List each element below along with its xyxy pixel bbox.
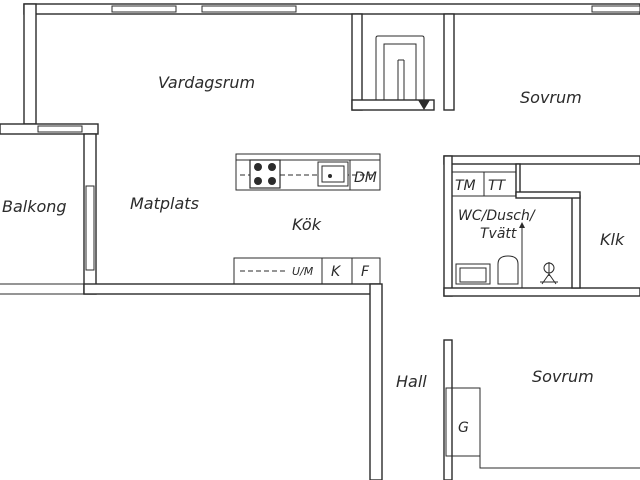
- room-label-wardrobe: Klk: [600, 230, 625, 249]
- freezer-cabinet-label: F: [361, 264, 370, 280]
- arrow-down-icon: [418, 100, 430, 110]
- room-label-bathroom-line: Tvätt: [480, 226, 517, 242]
- windows: [37, 5, 640, 271]
- tumble-dryer-label: TM: [455, 178, 476, 194]
- window-left: [85, 185, 95, 271]
- freezer-label: U/M: [292, 265, 314, 278]
- room-label-bathroom: WC/Dusch/Tvätt: [458, 208, 536, 242]
- dishwasher-label: DM: [354, 170, 377, 186]
- washbasin-icon: [455, 263, 491, 285]
- fridge-label: K: [331, 264, 342, 280]
- room-label-hall: Hall: [396, 372, 427, 391]
- window-top-1: [111, 5, 177, 13]
- arrow-up-icon: [519, 222, 525, 228]
- window-balcony: [37, 125, 83, 133]
- balcony: [0, 133, 84, 295]
- closet-label: G: [458, 420, 469, 436]
- room-label-living: Vardagsrum: [158, 73, 255, 92]
- toilet-icon: [497, 255, 519, 285]
- room-label-bedroom-bottom: Sovrum: [532, 367, 594, 386]
- stairwell: [375, 35, 430, 110]
- room-label-dining: Matplats: [130, 194, 199, 213]
- exterior-walls: [0, 3, 640, 480]
- stove-icon: [249, 159, 281, 189]
- kitchen-island: DM: [235, 153, 381, 191]
- room-label-balcony: Balkong: [2, 197, 67, 216]
- drying-cabinet-label: TT: [488, 178, 507, 194]
- kitchen-counter: U/M K F: [233, 257, 381, 285]
- room-label-kitchen: Kök: [292, 215, 322, 234]
- room-labels: Vardagsrum Sovrum Balkong Matplats Kök W…: [2, 73, 625, 391]
- shower-icon: [540, 262, 558, 285]
- sink-icon: [317, 161, 349, 187]
- room-label-bathroom-line: WC/Dusch/: [458, 208, 536, 224]
- interior-walls: [351, 13, 640, 480]
- window-top-2: [201, 5, 297, 13]
- window-top-3: [591, 5, 640, 13]
- room-label-bedroom-top: Sovrum: [520, 88, 582, 107]
- laundry: TM TT: [451, 171, 558, 288]
